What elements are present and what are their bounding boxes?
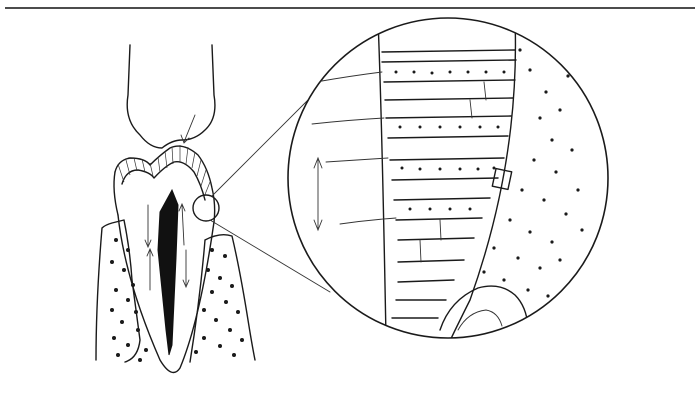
pulp-canal: [158, 190, 178, 355]
bone-dots-right: [194, 248, 244, 357]
opposing-tooth: [127, 45, 215, 148]
bone-right: [190, 235, 255, 362]
bone-dots-left: [110, 238, 148, 362]
lens-border: [288, 18, 608, 338]
bone-left: [96, 220, 140, 362]
magnified-view: [288, 18, 608, 345]
occlusal-arrow: [181, 115, 195, 143]
tooth: [114, 115, 219, 373]
